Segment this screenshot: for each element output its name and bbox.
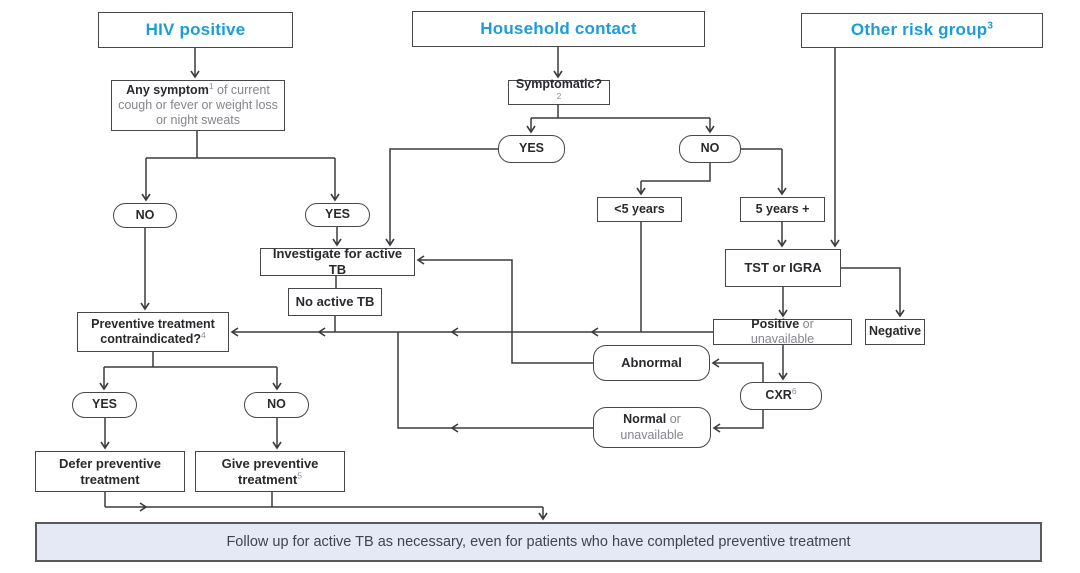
- header-household-contact: Household contact: [412, 11, 705, 47]
- node-any-symptom: Any symptom1 of current cough or fever o…: [111, 80, 285, 131]
- node-under-5-years: <5 years: [597, 197, 682, 222]
- node-yes-symptom-hiv: YES: [305, 203, 370, 227]
- node-no-symptom-hiv-label: NO: [135, 207, 155, 222]
- node-defer-preventive-treatment: Defer preventive treatment: [35, 451, 185, 492]
- node-no-symptomatic-label: NO: [700, 141, 720, 156]
- footnote-2: 2: [556, 90, 562, 101]
- node-no-symptomatic: NO: [679, 135, 741, 163]
- node-preventive-treatment-contraindicated-label: Preventive treatment contraindicated?4: [91, 316, 215, 346]
- footnote-3: 3: [987, 20, 994, 32]
- node-yes-symptomatic: YES: [498, 135, 565, 163]
- node-give-preventive-treatment-label: Give preventive treatment5: [221, 455, 319, 487]
- node-no-active-tb-label: No active TB: [295, 294, 375, 310]
- node-abnormal-label: Abnormal: [621, 355, 682, 371]
- footnote-1: 1: [208, 80, 214, 91]
- node-5-years-plus: 5 years +: [740, 197, 825, 222]
- node-defer-preventive-treatment-label: Defer preventive treatment: [59, 455, 161, 487]
- node-investigate-active-tb-label: Investigate for active TB: [272, 246, 403, 277]
- header-hiv-positive-label: HIV positive: [145, 19, 246, 39]
- node-positive-or-unavailable: Positive or unavailable: [713, 316, 852, 346]
- node-under-5-years-label: <5 years: [614, 201, 665, 216]
- node-preventive-treatment-contraindicated: Preventive treatment contraindicated?4: [77, 312, 229, 352]
- node-tst-or-igra: TST or IGRA: [725, 249, 841, 287]
- node-normal-or-unavailable: Normal or unavailable: [593, 407, 711, 448]
- node-positive-or-unavailable-label: Positive or unavailable: [750, 316, 815, 346]
- node-5-years-plus-label: 5 years +: [755, 201, 810, 216]
- node-abnormal: Abnormal: [593, 345, 710, 381]
- node-symptomatic: Symptomatic?2: [508, 77, 610, 105]
- node-yes-symptom-hiv-label: YES: [324, 207, 350, 222]
- footnote-6: 6: [791, 386, 797, 397]
- node-normal-or-unavailable-label: Normal or unavailable: [620, 412, 684, 442]
- header-hiv-positive: HIV positive: [98, 12, 293, 48]
- node-cxr-label: CXR6: [765, 386, 797, 403]
- footnote-5: 5: [297, 470, 302, 481]
- node-no-symptom-hiv: NO: [113, 203, 177, 228]
- followup-banner-label: Follow up for active TB as necessary, ev…: [226, 534, 851, 550]
- followup-banner: Follow up for active TB as necessary, ev…: [35, 522, 1042, 562]
- node-negative-label: Negative: [868, 324, 922, 339]
- header-household-contact-label: Household contact: [480, 18, 637, 38]
- node-yes-contraindicated-label: YES: [91, 397, 117, 412]
- node-give-preventive-treatment: Give preventive treatment5: [195, 451, 345, 492]
- header-other-risk-group-label: Other risk group3: [850, 20, 994, 40]
- node-yes-contraindicated: YES: [72, 392, 137, 418]
- node-cxr: CXR6: [740, 382, 822, 410]
- node-tst-or-igra-label: TST or IGRA: [744, 260, 822, 276]
- footnote-4: 4: [200, 329, 206, 340]
- node-no-active-tb: No active TB: [288, 288, 382, 316]
- node-negative: Negative: [865, 319, 925, 345]
- node-yes-symptomatic-label: YES: [518, 141, 544, 156]
- node-no-contraindicated: NO: [244, 392, 309, 418]
- node-no-contraindicated-label: NO: [267, 397, 286, 412]
- node-symptomatic-label: Symptomatic?2: [515, 77, 603, 101]
- node-any-symptom-label: Any symptom1 of current cough or fever o…: [118, 80, 278, 128]
- node-investigate-active-tb: Investigate for active TB: [260, 246, 415, 277]
- header-other-risk-group: Other risk group3: [801, 13, 1043, 48]
